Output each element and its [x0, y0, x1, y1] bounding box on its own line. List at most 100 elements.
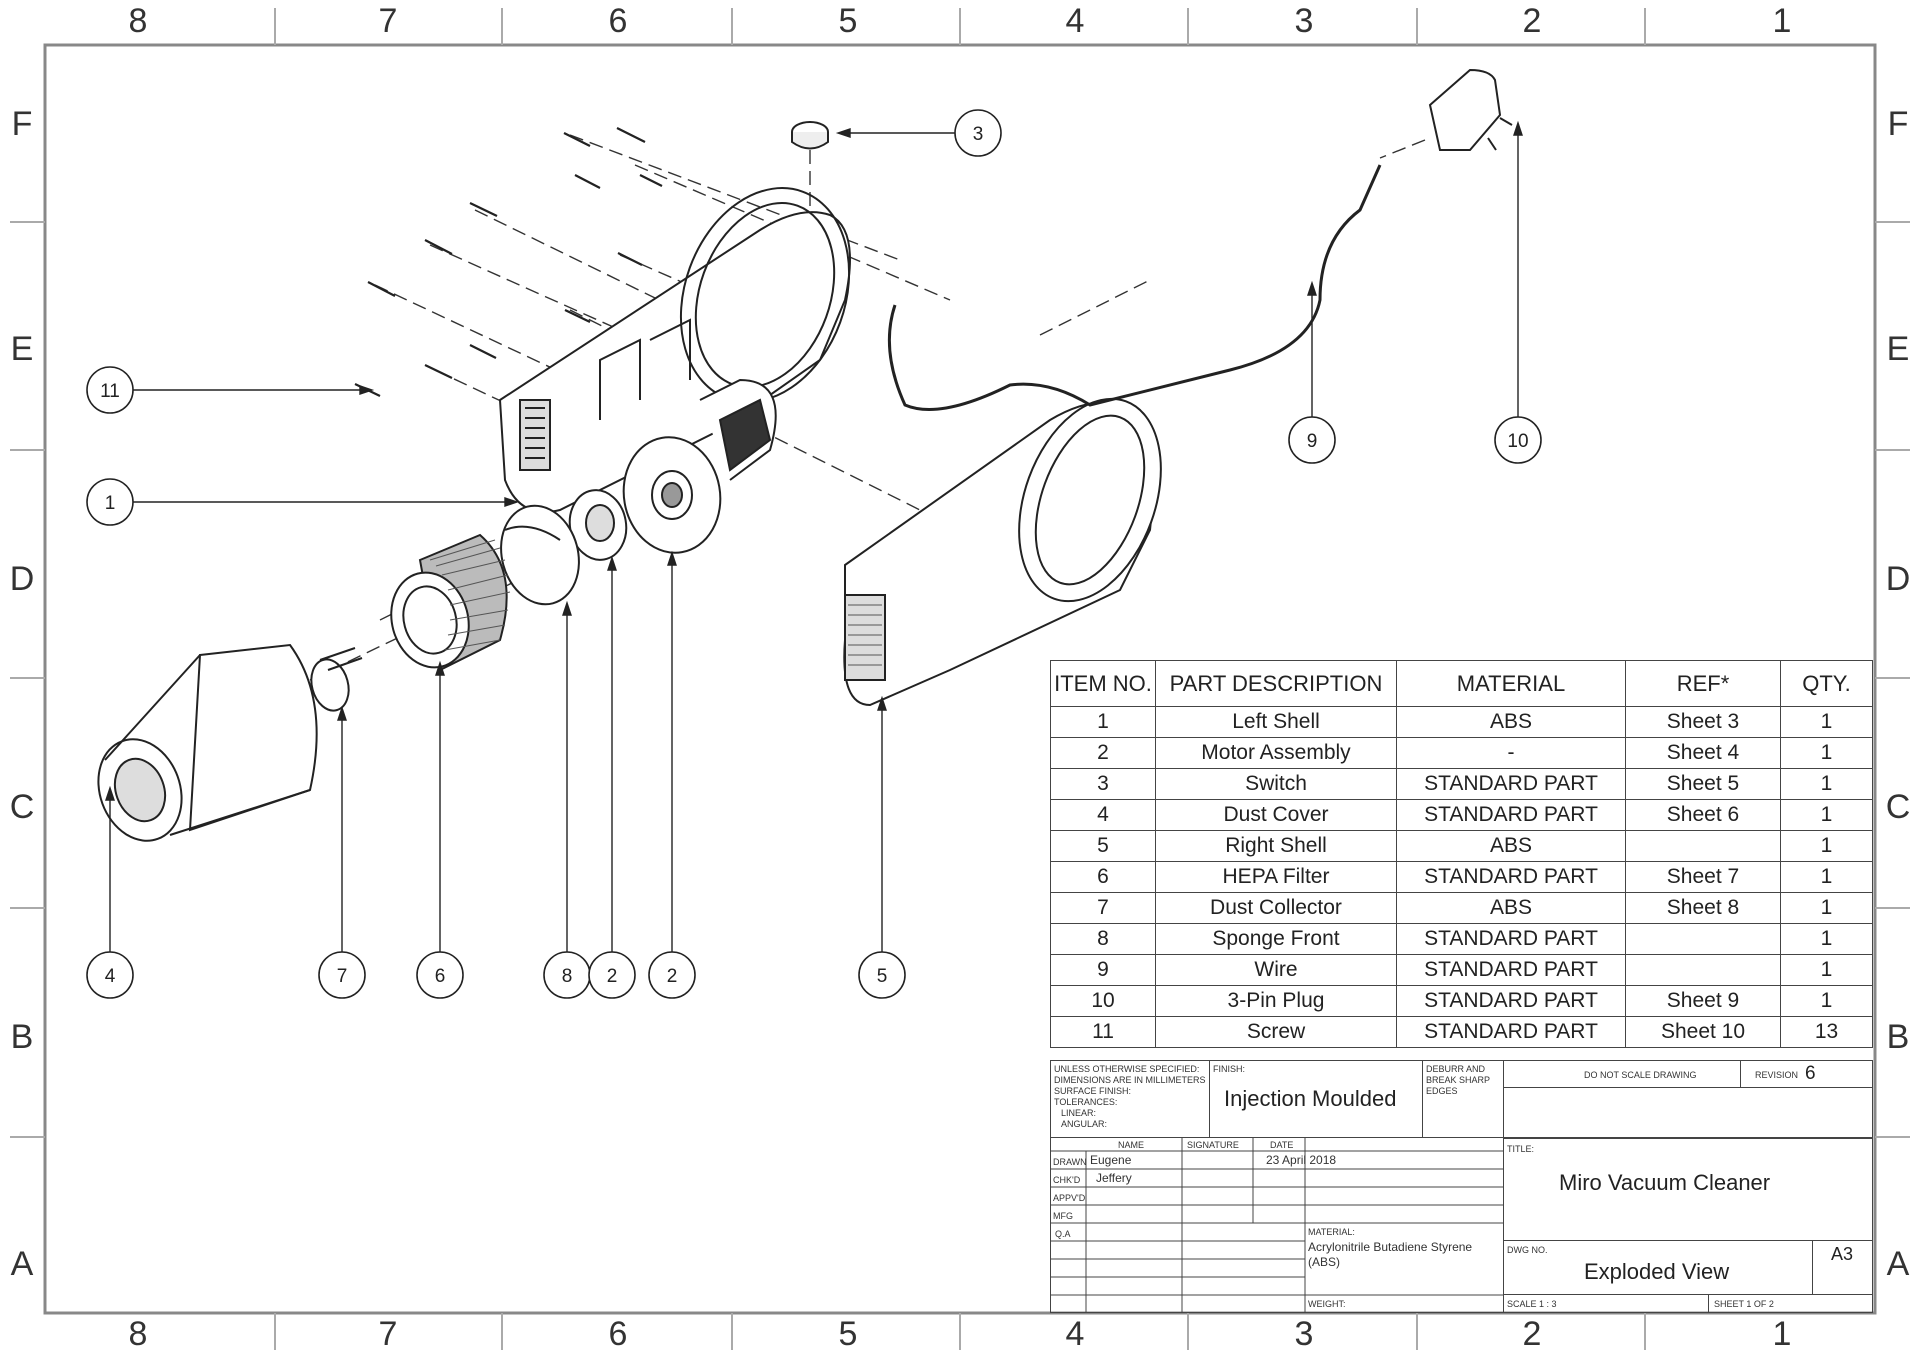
balloon-9: 9 — [1307, 431, 1318, 452]
switch-part — [791, 121, 829, 150]
bom-cell: 1 — [1780, 799, 1873, 831]
bom-cell: STANDARD PART — [1396, 861, 1626, 893]
bom-cell — [1625, 830, 1781, 862]
balloon-labels: 3 11 1 9 10 4 7 6 8 2 2 5 — [100, 124, 1528, 987]
drawn-name: Eugene — [1090, 1153, 1132, 1167]
zone-right-F: F — [1887, 105, 1909, 143]
bom-cell: Sheet 10 — [1625, 1016, 1781, 1048]
bom-cell: Right Shell — [1155, 830, 1397, 862]
bom-cell: Sheet 8 — [1625, 892, 1781, 924]
leader-lines — [105, 120, 1523, 952]
bom-header-material: MATERIAL — [1396, 660, 1626, 707]
balloon-11: 11 — [100, 381, 120, 402]
qa-label: Q.A — [1055, 1229, 1071, 1239]
dust-collector-part — [310, 647, 363, 712]
zone-top-3: 3 — [1294, 2, 1314, 40]
bom-cell: ABS — [1396, 706, 1626, 738]
bom-cell: 4 — [1050, 799, 1156, 831]
bom-cell: STANDARD PART — [1396, 923, 1626, 955]
bom-cell: Left Shell — [1155, 706, 1397, 738]
bom-cell: 1 — [1780, 892, 1873, 924]
balloon-2a: 2 — [607, 966, 618, 987]
mfg-label: MFG — [1053, 1211, 1073, 1221]
bom-cell: Sheet 5 — [1625, 768, 1781, 800]
bom-cell: ABS — [1396, 892, 1626, 924]
bom-cell: Screw — [1155, 1016, 1397, 1048]
scale-value: SCALE 1 : 3 — [1507, 1299, 1557, 1309]
bom-header-ref: REF* — [1625, 660, 1781, 707]
sheet-value: SHEET 1 OF 2 — [1714, 1299, 1774, 1309]
name-label: NAME — [1118, 1140, 1145, 1150]
bom-cell: 1 — [1780, 830, 1873, 862]
note-line: LINEAR: — [1061, 1108, 1097, 1118]
bom-cell: ABS — [1396, 830, 1626, 862]
blank-cell — [1503, 1087, 1873, 1139]
bom-cell: 7 — [1050, 892, 1156, 924]
bom-cell: 1 — [1050, 706, 1156, 738]
bom-cell: 10 — [1050, 985, 1156, 1017]
note-line: ANGULAR: — [1061, 1119, 1108, 1129]
bom-cell: 2 — [1050, 737, 1156, 769]
bom-cell: Sponge Front — [1155, 923, 1397, 955]
zone-left-B: B — [10, 1018, 34, 1056]
dwg-no-value: Exploded View — [1584, 1259, 1730, 1284]
finish-cell: FINISH: Injection Moulded — [1209, 1060, 1423, 1138]
dust-cover-part — [97, 643, 318, 842]
finish-label: FINISH: — [1213, 1064, 1246, 1074]
bom-cell: STANDARD PART — [1396, 954, 1626, 986]
bom-cell: STANDARD PART — [1396, 985, 1626, 1017]
balloon-5: 5 — [877, 966, 888, 987]
weight-label: WEIGHT: — [1308, 1299, 1346, 1309]
zone-left-F: F — [11, 105, 33, 143]
bom-header-qty: QTY. — [1780, 660, 1873, 707]
title-block: UNLESS OTHERWISE SPECIFIED: DIMENSIONS A… — [1050, 1060, 1873, 1313]
bom-cell: 8 — [1050, 923, 1156, 955]
balloon-1: 1 — [105, 493, 116, 514]
bom-cell: 1 — [1780, 923, 1873, 955]
bom-cell: Dust Collector — [1155, 892, 1397, 924]
bom-cell: 3 — [1050, 768, 1156, 800]
balloon-4: 4 — [105, 966, 116, 987]
zone-right-E: E — [1886, 330, 1910, 368]
do-not-scale: DO NOT SCALE DRAWING — [1584, 1070, 1697, 1080]
bom-header-row: ITEM NO. PART DESCRIPTION MATERIAL REF* … — [1050, 660, 1873, 707]
zone-top-1: 1 — [1772, 2, 1792, 40]
hepa-filter-part — [390, 533, 511, 672]
note-line: SURFACE FINISH: — [1054, 1086, 1132, 1096]
zone-top-7: 7 — [378, 2, 398, 40]
note-line: TOLERANCES: — [1054, 1097, 1118, 1107]
zone-left-E: E — [10, 330, 34, 368]
finish-value: Injection Moulded — [1224, 1086, 1397, 1111]
zone-right-A: A — [1886, 1245, 1910, 1283]
deburr-line: BREAK SHARP — [1426, 1075, 1491, 1085]
zone-left-D: D — [9, 560, 35, 598]
bom-cell: 11 — [1050, 1016, 1156, 1048]
zone-left-C: C — [9, 788, 35, 826]
bom-cell: 1 — [1780, 706, 1873, 738]
zone-bottom-5: 5 — [838, 1315, 858, 1353]
do-not-scale-cell: DO NOT SCALE DRAWING — [1503, 1060, 1741, 1088]
date-label: DATE — [1270, 1140, 1294, 1150]
signature-label: SIGNATURE — [1187, 1140, 1239, 1150]
bom-cell: STANDARD PART — [1396, 768, 1626, 800]
zone-bottom-8: 8 — [128, 1315, 148, 1353]
bom-cell — [1625, 923, 1781, 955]
bom-cell: 3-Pin Plug — [1155, 985, 1397, 1017]
bom-cell: Sheet 6 — [1625, 799, 1781, 831]
bom-cell: HEPA Filter — [1155, 861, 1397, 893]
bill-of-materials: ITEM NO. PART DESCRIPTION MATERIAL REF* … — [1050, 660, 1873, 1048]
bom-cell: STANDARD PART — [1396, 1016, 1626, 1048]
zone-right-B: B — [1886, 1018, 1910, 1056]
bom-header-item: ITEM NO. — [1050, 660, 1156, 707]
sheet-cell: SHEET 1 OF 2 — [1708, 1294, 1873, 1313]
bom-cell: Sheet 3 — [1625, 706, 1781, 738]
bom-cell: Sheet 4 — [1625, 737, 1781, 769]
zone-bottom-7: 7 — [378, 1315, 398, 1353]
note-line: DIMENSIONS ARE IN MILLIMETERS — [1054, 1075, 1206, 1085]
zone-top-8: 8 — [128, 2, 148, 40]
bom-cell: Switch — [1155, 768, 1397, 800]
